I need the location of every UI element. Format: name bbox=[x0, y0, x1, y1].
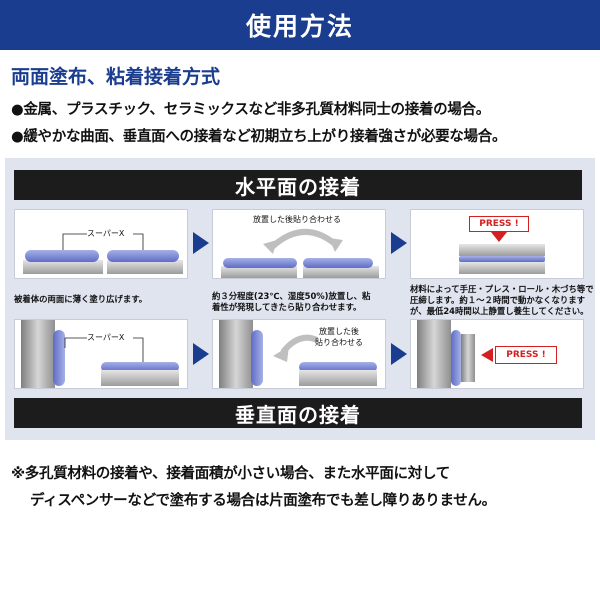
plate bbox=[221, 266, 297, 278]
vertical-title: 垂直面の接着 bbox=[235, 402, 361, 427]
label-leader-lines bbox=[64, 337, 144, 362]
arrow-right-icon bbox=[193, 232, 209, 254]
vertical-step3-illustration: PRESS ! bbox=[410, 319, 584, 389]
vertical-wall bbox=[417, 320, 451, 388]
arrow-right-icon bbox=[193, 343, 209, 365]
vertical-wall bbox=[21, 320, 55, 388]
horizontal-step3-illustration: PRESS ! bbox=[410, 209, 584, 279]
adhesive-layer bbox=[223, 258, 297, 268]
adhesive-layer bbox=[303, 258, 373, 268]
bullet-item: ●金属、プラスチック、セラミックスなど非多孔質材料同士の接着の場合。 bbox=[11, 102, 490, 118]
press-arrow-icon bbox=[491, 232, 507, 242]
adhesive-layer bbox=[101, 362, 179, 372]
vertical-step1-illustration: スーパーX bbox=[14, 319, 188, 389]
plate bbox=[107, 260, 183, 274]
adhesive-layer bbox=[459, 256, 545, 262]
header-bar: 使用方法 bbox=[0, 0, 600, 50]
wait-label-line: 貼り合わせる bbox=[315, 338, 363, 347]
plate bbox=[23, 260, 103, 274]
instruction-panel bbox=[5, 158, 595, 440]
horizontal-title-band: 水平面の接着 bbox=[14, 170, 582, 200]
step3-caption-line: 圧締します。約１～２時間で動かなくなります bbox=[410, 295, 586, 305]
plate bbox=[303, 266, 379, 278]
arrow-right-icon bbox=[391, 232, 407, 254]
adhesive-name-label: スーパーX bbox=[87, 333, 125, 342]
footnote-line: ※多孔質材料の接着や、接着面積が小さい場合、また水平面に対して bbox=[11, 466, 450, 482]
label-leader-lines bbox=[62, 233, 144, 250]
section-title: 両面塗布、粘着接着方式 bbox=[11, 66, 221, 88]
vertical-wall bbox=[219, 320, 253, 388]
bonded-plate bbox=[461, 334, 475, 382]
adhesive-layer bbox=[107, 250, 179, 262]
press-label: PRESS ! bbox=[469, 216, 529, 232]
curved-arrow-icon bbox=[273, 334, 319, 362]
arrow-right-icon bbox=[391, 343, 407, 365]
adhesive-layer bbox=[299, 362, 377, 372]
horizontal-title: 水平面の接着 bbox=[235, 174, 361, 199]
press-label: PRESS ! bbox=[495, 346, 557, 364]
wait-label: 放置した後貼り合わせる bbox=[253, 215, 341, 224]
step1-caption: 被着体の両面に薄く塗り広げます。 bbox=[14, 294, 148, 304]
press-arrow-icon bbox=[481, 348, 493, 362]
adhesive-layer bbox=[25, 250, 99, 262]
horizontal-step1-illustration: スーパーX bbox=[14, 209, 188, 279]
vertical-title-band: 垂直面の接着 bbox=[14, 398, 582, 428]
horizontal-step2-illustration: 放置した後貼り合わせる bbox=[212, 209, 386, 279]
adhesive-layer bbox=[53, 330, 65, 386]
vertical-step2-illustration: 放置した後 貼り合わせる bbox=[212, 319, 386, 389]
adhesive-layer bbox=[451, 330, 461, 386]
step3-caption-line: が、最低24時間以上静置し養生してください。 bbox=[410, 306, 589, 316]
page-title: 使用方法 bbox=[245, 12, 354, 41]
plate bbox=[459, 244, 545, 256]
plate bbox=[459, 262, 545, 274]
plate bbox=[101, 370, 179, 386]
step2-caption-line: 着性が発現してきたら貼り合わせます。 bbox=[212, 302, 362, 312]
bullet-item: ●緩やかな曲面、垂直面への接着など初期立ち上がり接着強さが必要な場合。 bbox=[11, 129, 507, 145]
step2-caption-line: 約３分程度(23℃、湿度50%)放置し、粘 bbox=[212, 291, 371, 301]
step3-caption-line: 材料によって手圧・プレス・ロール・木づち等で bbox=[410, 284, 594, 294]
adhesive-layer bbox=[251, 330, 263, 386]
curved-arrow-icon bbox=[263, 228, 343, 254]
wait-label-line: 放置した後 bbox=[319, 327, 359, 336]
adhesive-name-label: スーパーX bbox=[87, 229, 125, 238]
footnote-line: ディスペンサーなどで塗布する場合は片面塗布でも差し障りありません。 bbox=[30, 493, 496, 509]
plate bbox=[299, 370, 377, 386]
